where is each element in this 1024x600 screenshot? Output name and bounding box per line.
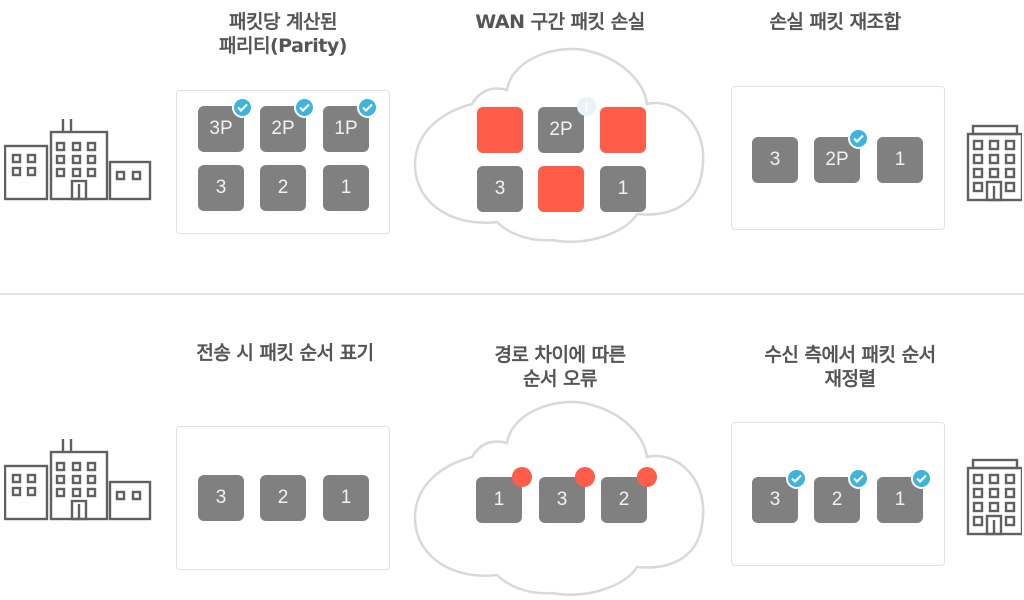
check-badge-icon xyxy=(911,468,932,489)
reordered-packet-box: 3 2 1 xyxy=(731,422,945,566)
packet: 2 xyxy=(260,475,306,521)
stage-title-sequence-mark: 전송 시 패킷 순서 표기 xyxy=(196,342,374,364)
packet: 2P xyxy=(260,97,315,152)
packet: 3 xyxy=(198,165,244,211)
packet: 1 xyxy=(323,165,369,211)
sender-building-group-icon xyxy=(4,119,152,201)
packet: 1P xyxy=(323,97,378,152)
packet: 2 xyxy=(260,165,306,211)
packet: 2 xyxy=(601,467,657,523)
stage-title-parity: 패킷당 계산된 패리티(Parity) xyxy=(219,11,347,57)
recombined-packet-box: 3 2P 1 xyxy=(731,86,945,230)
packet: 1 xyxy=(877,137,923,183)
stage-title-recombine: 손실 패킷 재조합 xyxy=(769,11,901,33)
packet: 1 xyxy=(877,468,932,523)
packet: 3 xyxy=(477,166,523,212)
red-dot-icon xyxy=(637,467,657,487)
packet: 1 xyxy=(476,467,532,523)
packet: 2P ! xyxy=(538,97,596,153)
stage-title-order-error: 경로 차이에 따른 순서 오류 xyxy=(494,344,626,390)
lost-packet xyxy=(477,107,523,153)
lost-packet xyxy=(538,166,584,212)
packet: 3 xyxy=(752,137,798,183)
check-badge-icon xyxy=(357,97,378,118)
receiver-office-building-icon xyxy=(966,124,1022,202)
check-badge-icon xyxy=(786,468,807,489)
packet: 3P xyxy=(198,97,253,152)
packet: 2P xyxy=(814,128,869,183)
red-dot-icon xyxy=(575,467,595,487)
exclamation-badge-icon: ! xyxy=(577,97,596,116)
packet: 3 xyxy=(539,467,595,523)
check-badge-icon xyxy=(232,97,253,118)
stage-title-wan-loss: WAN 구간 패킷 손실 xyxy=(475,11,645,33)
section-divider xyxy=(0,293,1024,295)
check-badge-icon xyxy=(848,128,869,149)
lost-packet xyxy=(600,107,646,153)
packet: 2 xyxy=(814,468,869,523)
packet: 1 xyxy=(323,475,369,521)
packet: 3 xyxy=(752,468,807,523)
receiver-office-building-icon xyxy=(966,458,1022,536)
check-badge-icon xyxy=(848,468,869,489)
send-packet-box: 3 2 1 xyxy=(176,426,390,570)
red-dot-icon xyxy=(512,467,532,487)
sender-building-group-icon xyxy=(4,439,152,521)
packet: 3 xyxy=(198,475,244,521)
packet: 1 xyxy=(600,166,646,212)
parity-packet-box: 3P 2P 1P 3 2 1 xyxy=(176,90,390,234)
stage-title-reorder: 수신 측에서 패킷 순서 재정렬 xyxy=(764,344,936,390)
check-badge-icon xyxy=(294,97,315,118)
